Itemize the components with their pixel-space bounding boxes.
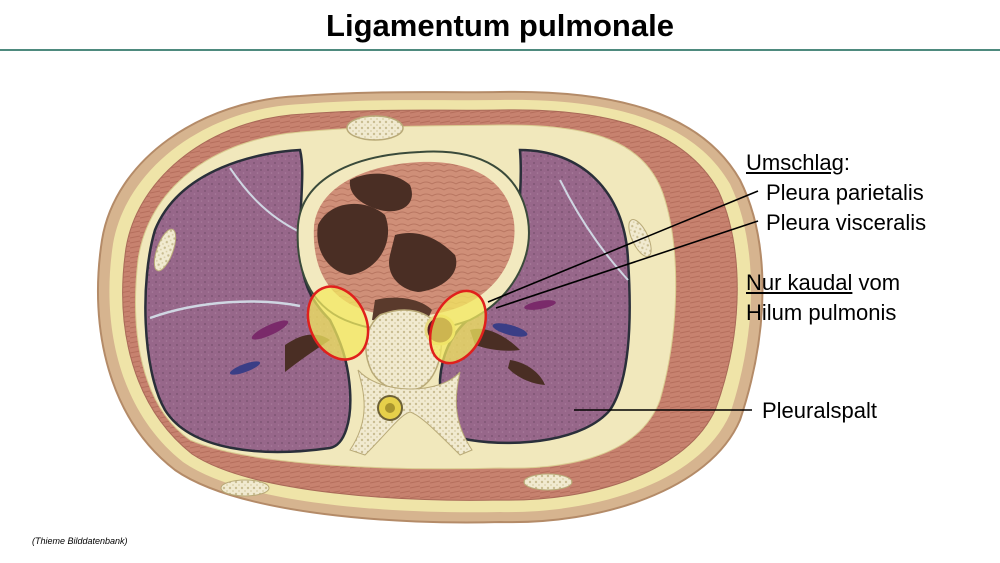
- label-nur-kaudal: Nur kaudal vom: [746, 268, 900, 298]
- left-lung-fissure: [559, 179, 629, 281]
- title-divider: [0, 49, 1000, 51]
- label-pleuralspalt: Pleuralspalt: [762, 398, 877, 423]
- label-nur-kaudal-text: Nur kaudal: [746, 270, 853, 295]
- pointer-pleura-parietalis: [487, 190, 759, 303]
- rib-right-back: [523, 473, 573, 491]
- spinal-cord-core: [385, 403, 395, 413]
- ligament-highlight-left: [428, 289, 488, 365]
- label-vom-text: vom: [852, 270, 901, 295]
- vessel-2: [229, 361, 261, 375]
- rib-left-back: [220, 479, 270, 497]
- label-pleura-parietalis: Pleura parietalis: [766, 180, 924, 205]
- heart-chamber-1: [317, 203, 389, 275]
- label-umschlag-text: Umschlag: [746, 150, 844, 175]
- vessel-1: [251, 320, 289, 340]
- bronchus-left-2: [508, 360, 545, 385]
- right-lung-fissure-2: [229, 167, 301, 233]
- label-umschlag-colon: :: [843, 150, 850, 175]
- heart-chamber-2: [349, 173, 412, 212]
- rib-left-front: [153, 228, 177, 272]
- heart-chamber-3: [389, 232, 457, 292]
- vessel-4: [524, 300, 556, 310]
- ligament-highlight-right: [306, 285, 370, 361]
- slide-title: Ligamentum pulmonale: [326, 8, 674, 43]
- rib-right-front: [628, 219, 652, 257]
- label-pleura-visceralis: Pleura visceralis: [766, 210, 927, 235]
- vertebral-body: [365, 309, 442, 392]
- right-lung-fissure: [149, 300, 301, 320]
- vessel-3: [492, 323, 528, 337]
- pointer-pleura-visceralis: [495, 220, 759, 309]
- label-umschlag: Umschlag:: [746, 148, 850, 178]
- vertebral-arch: [349, 369, 473, 456]
- label-hilum-pulmonis: Hilum pulmonis: [746, 300, 897, 325]
- sternum: [346, 115, 404, 141]
- image-credit: (Thieme Bilddatenbank): [32, 536, 128, 546]
